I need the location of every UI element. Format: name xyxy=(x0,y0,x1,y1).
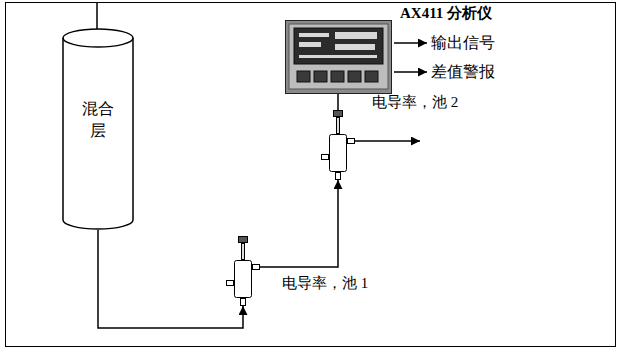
analyzer-button xyxy=(348,71,361,82)
cell-nozzle xyxy=(336,173,341,180)
analyzer-button xyxy=(297,71,310,82)
electrode-rod xyxy=(242,244,245,260)
electrode-cap xyxy=(334,111,343,117)
cell-outline xyxy=(321,110,355,180)
cell-body xyxy=(235,261,252,298)
signal-arrow xyxy=(394,42,427,44)
flow-pipe xyxy=(260,180,338,267)
cell-outline xyxy=(226,236,260,306)
inlet-pipe xyxy=(96,3,98,30)
conductivity-cell: 电导率，池 2 xyxy=(321,110,355,180)
display-line xyxy=(335,32,377,39)
flow-pipe xyxy=(98,230,243,328)
sensor-cable xyxy=(337,94,339,110)
analyzer-bezel xyxy=(289,24,388,89)
analyzer-unit: AX411 分析仪 xyxy=(285,20,392,94)
electrode-cap xyxy=(239,237,248,243)
alarm-label: 差值警报 xyxy=(431,63,495,81)
conductivity-cell: 电导率，池 1 xyxy=(226,236,260,306)
output-signal-label: 输出信号 xyxy=(431,34,495,52)
alarm-arrow xyxy=(394,71,427,73)
outlet-arrow xyxy=(355,140,420,142)
cell-port xyxy=(253,265,260,270)
cell-port xyxy=(348,139,355,144)
frame-border xyxy=(6,3,616,347)
unit-heading: AX411 分析仪 xyxy=(400,5,492,22)
analyzer-button xyxy=(331,71,344,82)
analyzer-case xyxy=(286,21,392,94)
cell-port xyxy=(322,155,329,160)
display-line xyxy=(299,42,321,47)
analyzer-outline xyxy=(285,20,392,94)
cell-body xyxy=(330,135,347,172)
tank-top xyxy=(63,29,133,47)
display-line xyxy=(335,44,375,50)
cell-nozzle xyxy=(241,299,246,306)
node-label: 电导率，池 1 xyxy=(282,275,368,292)
display-line xyxy=(299,55,377,58)
display-line xyxy=(299,33,329,37)
analyzer-button xyxy=(314,71,327,82)
tank-body xyxy=(63,38,133,229)
mixed-bed-tank: 混合 层 xyxy=(62,28,134,230)
node-label: 电导率，池 2 xyxy=(372,94,458,111)
analyzer-screen xyxy=(294,28,383,64)
analyzer-button xyxy=(365,71,378,82)
node-label-text: 混合 层 xyxy=(80,98,115,143)
node-label: 混合 层 xyxy=(62,98,134,143)
cell-port xyxy=(227,281,234,286)
electrode-rod xyxy=(337,118,340,134)
